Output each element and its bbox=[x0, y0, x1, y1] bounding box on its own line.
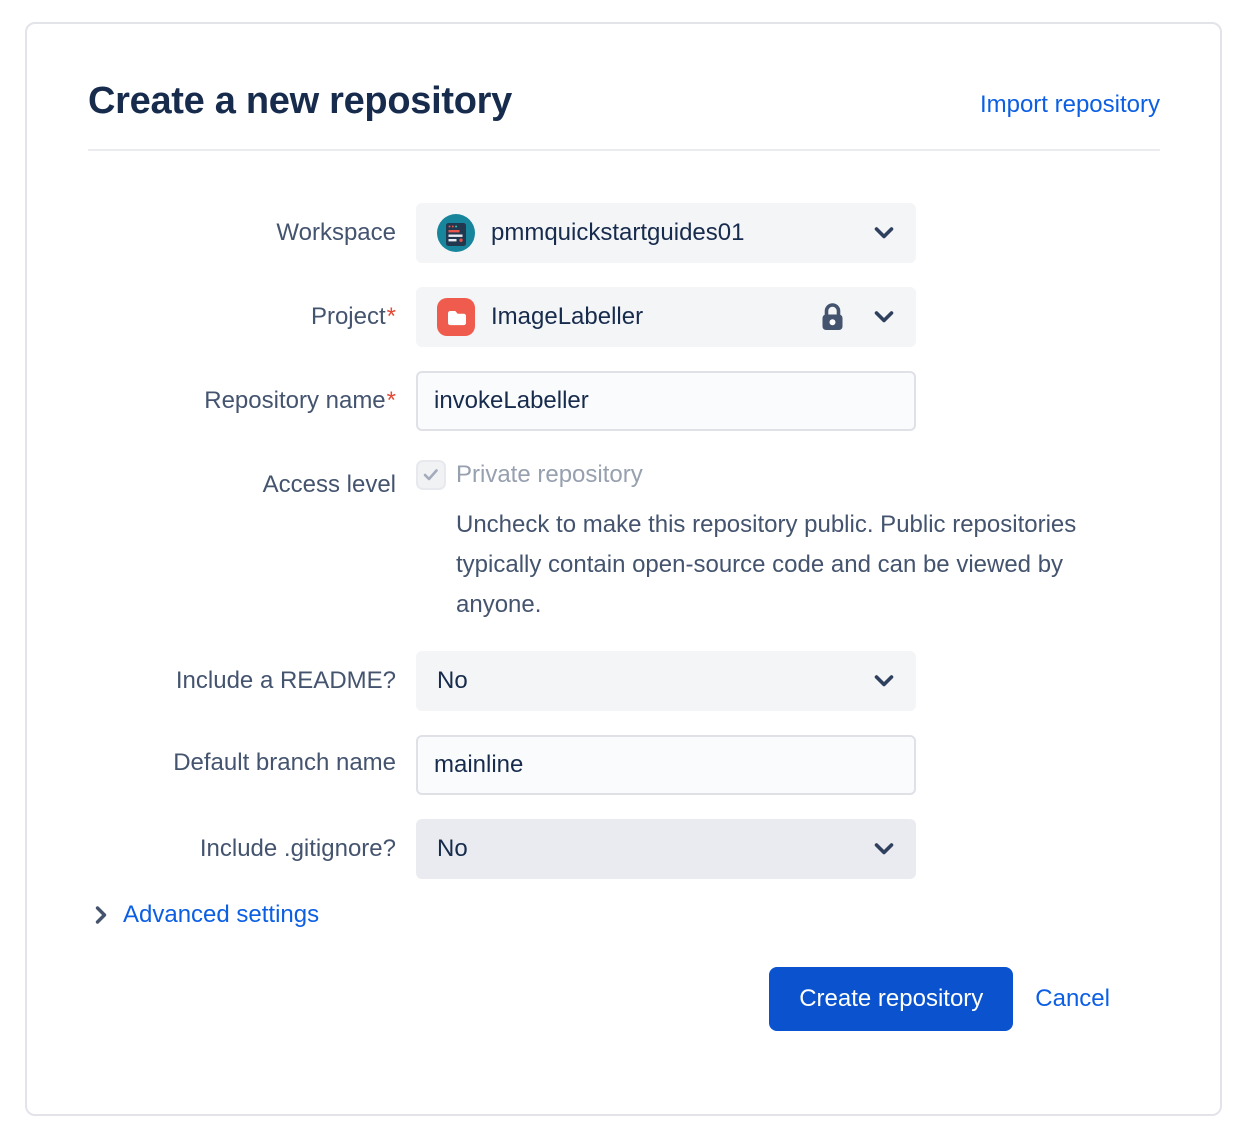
chevron-down-icon bbox=[874, 843, 894, 856]
access-level-row: Access level Private repository Uncheck … bbox=[88, 455, 1160, 625]
default-branch-input[interactable] bbox=[416, 735, 916, 795]
repository-name-label: Repository name* bbox=[88, 371, 396, 421]
chevron-right-icon bbox=[95, 905, 107, 925]
required-asterisk: * bbox=[386, 303, 396, 330]
create-repository-dialog: Create a new repository Import repositor… bbox=[25, 22, 1222, 1116]
chevron-down-icon bbox=[874, 227, 894, 240]
private-repository-label: Private repository bbox=[456, 461, 643, 488]
project-folder-icon bbox=[437, 298, 475, 336]
workspace-row: Workspace bbox=[88, 203, 1160, 263]
page-title: Create a new repository bbox=[88, 80, 512, 122]
project-label-text: Project bbox=[310, 303, 386, 330]
project-value: ImageLabeller bbox=[491, 303, 644, 330]
lock-icon bbox=[819, 302, 846, 333]
include-gitignore-select[interactable]: No bbox=[416, 819, 916, 879]
include-readme-row: Include a README? No bbox=[88, 651, 1160, 711]
chevron-down-icon bbox=[874, 675, 894, 688]
workspace-select[interactable]: pmmquickstartguides01 bbox=[416, 203, 916, 263]
cancel-button[interactable]: Cancel bbox=[1035, 985, 1110, 1012]
repository-name-input[interactable] bbox=[416, 371, 916, 431]
private-repository-option: Private repository bbox=[416, 455, 916, 495]
required-asterisk: * bbox=[386, 387, 396, 414]
include-gitignore-value: No bbox=[437, 835, 468, 862]
project-select[interactable]: ImageLabeller bbox=[416, 287, 916, 347]
private-repository-checkbox[interactable] bbox=[416, 460, 446, 490]
dialog-header: Create a new repository Import repositor… bbox=[88, 80, 1160, 123]
access-level-label: Access level bbox=[262, 471, 396, 498]
header-divider bbox=[88, 149, 1160, 151]
include-readme-label: Include a README? bbox=[175, 667, 396, 694]
workspace-avatar-icon bbox=[437, 214, 475, 252]
workspace-value: pmmquickstartguides01 bbox=[491, 219, 745, 246]
repository-name-row: Repository name* bbox=[88, 371, 1160, 431]
default-branch-label: Default branch name bbox=[173, 749, 396, 776]
include-readme-select[interactable]: No bbox=[416, 651, 916, 711]
advanced-settings-label: Advanced settings bbox=[123, 901, 320, 928]
access-level-help-text: Uncheck to make this repository public. … bbox=[456, 511, 1077, 618]
dialog-actions: Create repository Cancel bbox=[88, 967, 1110, 1031]
access-level-field: Private repository Uncheck to make this … bbox=[416, 455, 1076, 625]
advanced-settings-toggle[interactable]: Advanced settings bbox=[95, 901, 1160, 929]
project-label: Project* bbox=[88, 287, 396, 337]
default-branch-row: Default branch name bbox=[88, 735, 1160, 795]
repository-name-label-text: Repository name bbox=[204, 387, 386, 414]
include-readme-value: No bbox=[437, 667, 468, 694]
include-gitignore-label: Include .gitignore? bbox=[199, 835, 396, 862]
include-gitignore-row: Include .gitignore? No bbox=[88, 819, 1160, 879]
chevron-down-icon bbox=[874, 311, 894, 324]
project-row: Project* ImageLabeller bbox=[88, 287, 1160, 347]
workspace-label: Workspace bbox=[276, 219, 396, 246]
import-repository-link[interactable]: Import repository bbox=[979, 91, 1160, 118]
create-repository-button[interactable]: Create repository bbox=[769, 967, 1014, 1031]
